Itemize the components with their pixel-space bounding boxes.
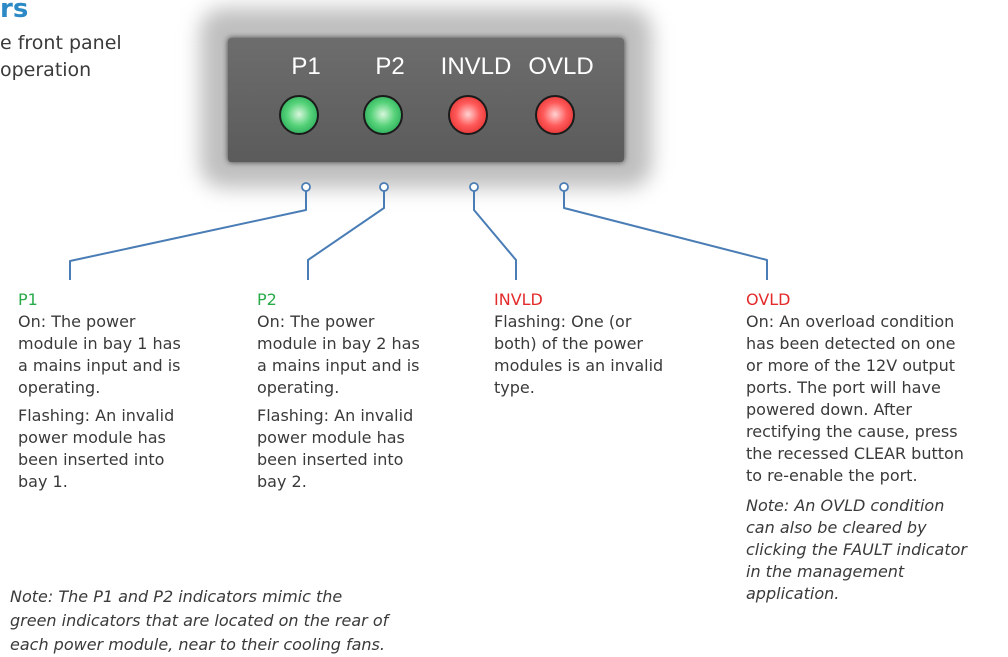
section-heading: rs [0,0,29,24]
description-flashing-invld: Flashing: One (or both) of the power mod… [494,312,664,397]
description-note-ovld: Note: An OVLD condition can also be clea… [746,496,967,603]
description-flashing-p1: Flashing: An invalid power module has be… [18,406,175,491]
led-label-p2: P2 [375,53,405,80]
description-invld: INVLD Flashing: One (or both) of the pow… [494,289,724,399]
description-on-p2: On: The power module in bay 2 has a main… [257,312,420,397]
connector-invld [469,182,517,280]
indicator-panel: P1 P2 INVLD OVLD [228,38,624,162]
led-label-p1: P1 [291,53,321,80]
led-ovld-icon [535,95,575,135]
description-ovld: OVLD On: An overload condition has been … [746,289,1008,605]
description-title-invld: INVLD [494,290,543,309]
description-title-ovld: OVLD [746,290,791,309]
led-p2-icon [363,95,403,135]
description-title-p1: P1 [18,290,38,309]
description-on-p1: On: The power module in bay 1 has a main… [18,312,181,397]
bottom-note: Note: The P1 and P2 indicators mimic the… [10,587,389,654]
connector-p1 [69,182,311,280]
connector-ovld [559,182,768,280]
description-on-ovld: On: An overload condition has been detec… [746,312,964,485]
description-title-p2: P2 [257,290,277,309]
description-p2: P2 On: The power module in bay 2 has a m… [257,289,477,493]
led-p1-icon [279,95,319,135]
connector-p2 [307,182,389,280]
intro-text: e front panel operation [0,32,122,81]
led-label-ovld: OVLD [528,53,594,80]
description-p1: P1 On: The power module in bay 1 has a m… [18,289,238,493]
description-flashing-p2: Flashing: An invalid power module has be… [257,406,414,491]
led-invld-icon [448,95,488,135]
led-label-invld: INVLD [440,53,512,80]
